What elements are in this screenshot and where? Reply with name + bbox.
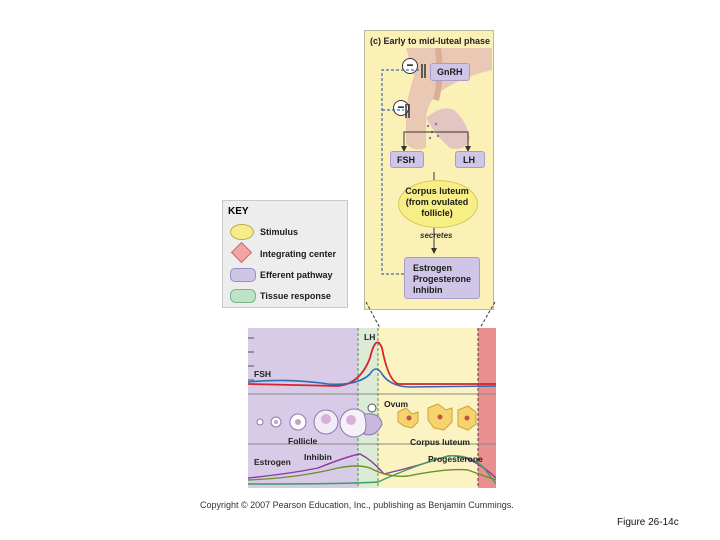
zoom-connectors <box>365 301 496 329</box>
fsh-label: FSH <box>397 155 415 165</box>
secretes-label: secretes <box>420 231 453 240</box>
pathway-arrows <box>381 64 471 275</box>
key-tissue-response: Tissue response <box>260 291 331 301</box>
chart-lh-label: LH <box>364 332 376 342</box>
lh-box <box>455 151 485 168</box>
hormone-inhibin: Inhibin <box>413 285 443 295</box>
key-stimulus: Stimulus <box>260 227 299 237</box>
corpus-luteum-line-3: follicle) <box>421 208 453 218</box>
fsh-box <box>390 151 424 168</box>
panel-title: (c) Early to mid-luteal phase <box>370 36 491 46</box>
lh-label: LH <box>463 155 475 165</box>
gnrh-label: GnRH <box>437 67 463 77</box>
cycle-chart <box>248 328 496 488</box>
key-integrating-center: Integrating center <box>260 249 337 259</box>
copyright-text: Copyright © 2007 Pearson Education, Inc.… <box>200 500 514 510</box>
corpus-luteum-line-1: Corpus luteum <box>405 186 469 196</box>
corpus-luteum-line-2: (from ovulated <box>405 197 469 207</box>
chart-estrogen-label: Estrogen <box>254 457 291 467</box>
tissue-response-swatch <box>230 289 256 303</box>
corpus-luteum-node <box>398 180 478 228</box>
chart-inhibin-label: Inhibin <box>304 452 332 462</box>
stimulus-swatch <box>230 224 254 240</box>
chart-ovum-label: Ovum <box>384 399 409 409</box>
key-title: KEY <box>228 206 249 217</box>
gnrh-box <box>430 63 470 81</box>
chart-fsh-label: FSH <box>254 369 271 379</box>
hormone-estrogen: Estrogen <box>413 263 453 273</box>
chart-progesterone-label: Progesterone <box>428 454 483 464</box>
hormones-box <box>404 257 480 299</box>
key-efferent-pathway: Efferent pathway <box>260 270 333 280</box>
chart-follicle-label: Follicle <box>288 436 318 446</box>
efferent-pathway-swatch <box>230 268 256 282</box>
chart-corpus-luteum-label: Corpus luteum <box>410 437 470 447</box>
figure-label: Figure 26-14c <box>617 517 679 528</box>
hormone-progesterone: Progesterone <box>413 274 472 284</box>
